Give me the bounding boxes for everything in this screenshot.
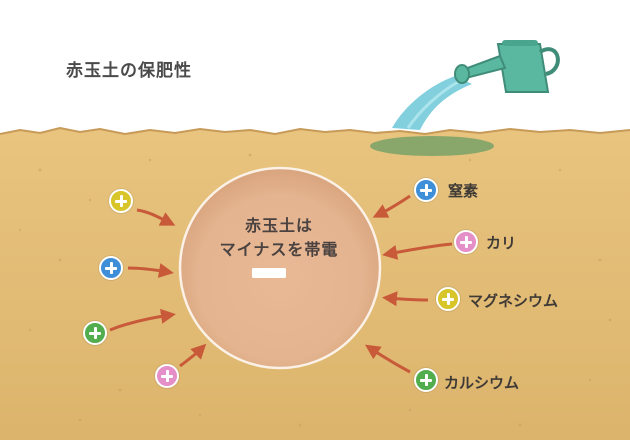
plus-ion-icon-right-2: [454, 230, 478, 254]
watering-can-icon: [454, 40, 560, 93]
plus-ion-icon-right-3: [436, 287, 460, 311]
arrow-right-3: [382, 291, 429, 307]
plus-ion-icon-left-4: [155, 364, 179, 388]
attraction-arrows-right: [365, 194, 453, 374]
water-highlight: [406, 80, 459, 129]
water-stream: [392, 76, 472, 130]
nutrient-label-magnesium: マグネシウム: [468, 292, 559, 310]
arrow-right-2: [382, 242, 453, 260]
nutrient-label-calcium: カルシウム: [444, 374, 520, 392]
plus-ion-icon-right-4: [414, 368, 438, 392]
center-label-line2: マイナスを帯電: [219, 240, 339, 259]
page-title: 赤玉土の保肥性: [66, 61, 192, 81]
attraction-arrows-left: [109, 208, 207, 368]
arrow-right-4: [365, 344, 411, 374]
nutrient-label-nitrogen: 窒素: [448, 182, 479, 200]
nutrient-label-potassium: カリ: [486, 234, 517, 252]
arrow-left-4: [179, 343, 207, 368]
plus-ion-icon-left-2: [99, 256, 123, 280]
arrow-left-1: [136, 208, 176, 226]
plus-ion-icon-left-1: [109, 189, 133, 213]
plus-ion-icon-right-1: [414, 178, 438, 202]
arrow-right-1: [372, 194, 411, 218]
plus-ion-icon-left-3: [83, 321, 107, 345]
soil-surface-line: [0, 126, 630, 136]
arrow-left-3: [109, 308, 176, 332]
soil-speckles: [18, 153, 612, 427]
minus-sign: [252, 268, 286, 278]
center-label-line1: 赤玉土は: [244, 216, 313, 235]
arrow-left-2: [127, 263, 174, 278]
wet-moss-patch: [370, 136, 494, 156]
